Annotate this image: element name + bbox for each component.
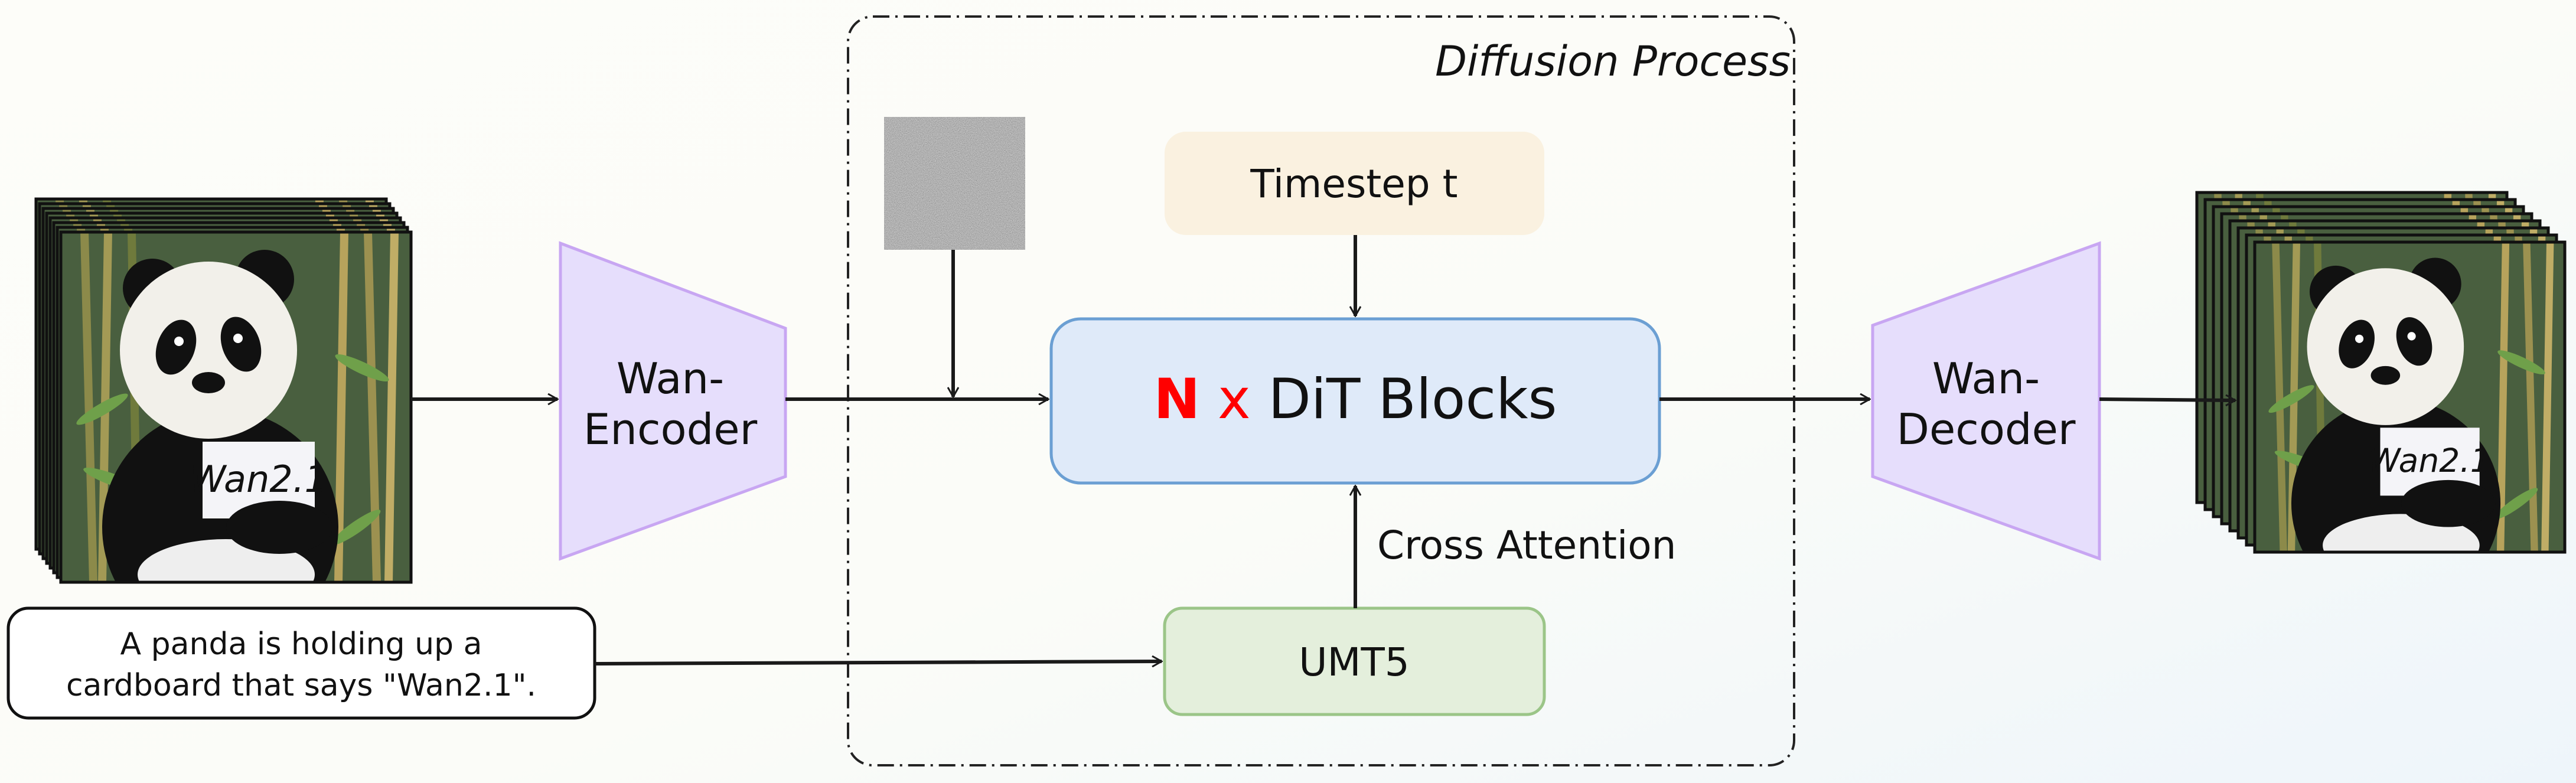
umt5-box: UMT5 [1163, 606, 1546, 716]
timestep-label: Timestep t [1250, 161, 1457, 207]
encoder-line-1: Wan- [617, 354, 724, 403]
prompt-box: A panda is holding up a cardboard that s… [6, 606, 596, 720]
video-frame [2253, 240, 2567, 554]
diffusion-process-title: Diffusion Process [1435, 37, 1791, 86]
encoder-line-2: Encoder [583, 404, 758, 454]
decoder-line-2: Decoder [1897, 404, 2076, 454]
output-sign-text: Wan2.1 [2368, 442, 2490, 479]
timestep-box: Timestep t [1165, 132, 1544, 235]
x-label: x [1218, 367, 1251, 432]
decoder-line-1: Wan- [1932, 354, 2040, 403]
video-frame [59, 230, 413, 584]
input-video-stack [34, 197, 413, 584]
dit-blocks: N x DiT Blocks [1049, 317, 1661, 485]
arrow-prompt-to-umt5 [594, 661, 1162, 664]
prompt-line-1: A panda is holding up a [120, 627, 482, 662]
wan-encoder: Wan- Encoder [559, 241, 787, 561]
dit-label-group: N x DiT Blocks [1153, 367, 1557, 432]
prompt-line-2: cardboard that says "Wan2.1". [66, 668, 536, 703]
noise-latent [884, 117, 1025, 250]
wan-decoder: Wan- Decoder [1871, 241, 2101, 561]
input-sign-text: Wan2.1 [190, 458, 328, 501]
dit-label: DiT Blocks [1269, 367, 1557, 432]
output-video-stack [2195, 191, 2567, 554]
cross-attention-label: Cross Attention [1377, 523, 1677, 568]
umt5-label: UMT5 [1299, 640, 1410, 685]
diffusion-process-region [847, 15, 1795, 766]
n-label: N [1153, 367, 1200, 432]
arrow-decoder-to-output [2099, 399, 2235, 400]
